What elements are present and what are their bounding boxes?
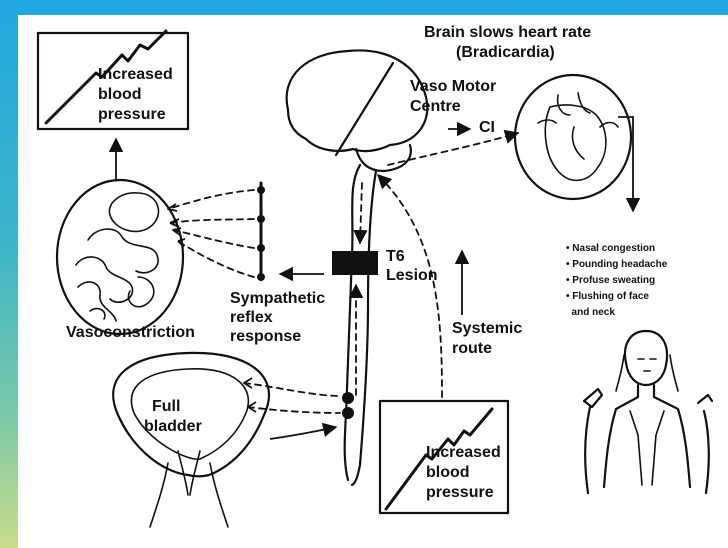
gut-circle — [57, 180, 183, 334]
systemic-line-1: Systemic — [452, 320, 522, 337]
brain-title-line-2: (Bradicardia) — [456, 44, 555, 61]
bp-top-line-3: pressure — [98, 106, 166, 123]
dashed-bladder-to-cord-2 — [248, 407, 340, 413]
bladder-line-1: Full — [152, 398, 180, 415]
dashed-down-cord — [360, 183, 362, 243]
systemic-line-2: route — [452, 340, 492, 357]
bp-top-line-1: Increased — [98, 66, 173, 83]
bp-top-line-2: blood — [98, 86, 142, 103]
vaso-motor-line-1: Vaso Motor — [410, 78, 496, 95]
lesion-line-1: T6 — [386, 248, 405, 265]
dashed-systemic-route — [378, 175, 442, 397]
cord-node-2 — [342, 407, 354, 419]
sympathetic-line-2: reflex — [230, 309, 273, 326]
heart-circle — [515, 75, 631, 199]
bladder — [113, 353, 269, 527]
bp-graph-bottom: Increased blood pressure — [380, 401, 508, 513]
bp-bottom-line-2: blood — [426, 464, 470, 481]
autonomic-dysreflexia-diagram: Increased blood pressure Vasoconstrictio… — [18, 15, 728, 548]
bp-bottom-line-3: pressure — [426, 484, 494, 501]
arrow-bladder-to-cord — [270, 427, 336, 439]
brain-title-line-1: Brain slows heart rate — [424, 24, 591, 41]
cord-node-1 — [342, 392, 354, 404]
dashed-bladder-to-cord-1 — [244, 383, 338, 396]
vasoconstriction-label: Vasoconstriction — [66, 324, 195, 341]
symptom-2: • Pounding headache — [566, 259, 668, 270]
t6-lesion-block — [332, 251, 378, 275]
symptom-4-cont: and neck — [566, 307, 615, 318]
symptom-3: • Profuse sweating — [566, 275, 655, 286]
vaso-motor-line-2: Centre — [410, 98, 461, 115]
symptoms-list: • Nasal congestion • Pounding headache •… — [566, 243, 668, 318]
ci-label: CI — [479, 119, 495, 136]
person-in-wheelchair — [584, 331, 712, 493]
sympathetic-line-1: Sympathetic — [230, 290, 325, 307]
bladder-line-2: bladder — [144, 418, 202, 435]
bp-bottom-line-1: Increased — [426, 444, 501, 461]
bp-graph-top: Increased blood pressure — [38, 31, 188, 129]
diagram-canvas: Increased blood pressure Vasoconstrictio… — [18, 15, 728, 548]
symptom-1: • Nasal congestion — [566, 243, 655, 254]
sympathetic-line-3: response — [230, 328, 301, 345]
lesion-line-2: Lesion — [386, 267, 438, 284]
symptom-4: • Flushing of face — [566, 291, 649, 302]
